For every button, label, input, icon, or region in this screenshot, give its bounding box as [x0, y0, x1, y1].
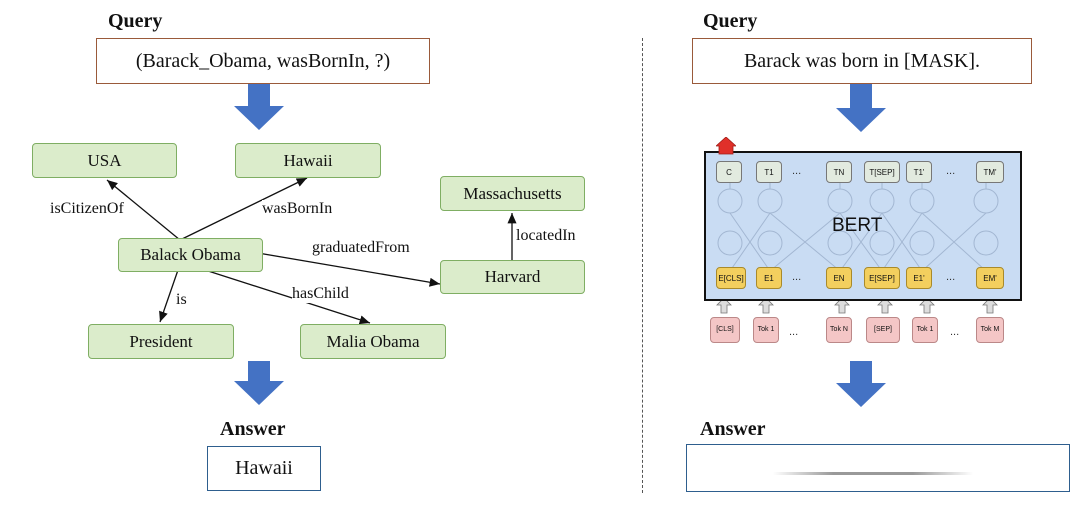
- edge-label-isCitizenOf: isCitizenOf: [50, 200, 124, 218]
- bert-model-block: C T1 ... TN T[SEP] T1' ... TM' BERT E[CL…: [704, 151, 1022, 301]
- input-token-sep: [SEP]: [866, 317, 900, 343]
- bert-embedding-EN: EN: [826, 267, 852, 289]
- node-president: President: [88, 324, 234, 359]
- left-query-box: (Barack_Obama, wasBornIn, ?): [96, 38, 430, 84]
- right-query-heading: Query: [703, 10, 758, 32]
- bert-embedding-E1prime: E1': [906, 267, 932, 289]
- panel-divider: [642, 38, 643, 493]
- right-answer-box: [686, 444, 1070, 492]
- left-graph-edges: [106, 84, 517, 405]
- edge-is: [159, 269, 179, 323]
- node-malia-obama: Malia Obama: [300, 324, 446, 359]
- bert-output-C: C: [716, 161, 742, 183]
- bert-emb-ellipsis-1: ...: [792, 271, 802, 283]
- bert-transformer-lines: [717, 183, 999, 272]
- left-answer-heading: Answer: [220, 418, 286, 440]
- edge-label-graduatedFrom: graduatedFrom: [312, 239, 410, 257]
- edge-label-locatedIn: locatedIn: [516, 227, 576, 245]
- input-token-tok1: Tok 1: [753, 317, 779, 343]
- bert-embedding-sep: E[SEP]: [864, 267, 900, 289]
- edge-label-wasBornIn: wasBornIn: [262, 200, 333, 218]
- edge-isCitizenOf: [106, 179, 181, 241]
- input-ellipsis-1: ...: [789, 326, 799, 338]
- bert-output-TN: TN: [826, 161, 852, 183]
- input-token-tok1b: Tok 1: [912, 317, 938, 343]
- right-query-box: Barack was born in [MASK].: [692, 38, 1032, 84]
- node-obama: Balack Obama: [118, 238, 263, 272]
- edge-graduatedFrom: [257, 252, 441, 287]
- input-up-arrows: [716, 297, 998, 314]
- bert-output-T1prime: T1': [906, 161, 932, 183]
- right-answer-arrow: [836, 361, 886, 407]
- right-arrows: [716, 84, 998, 407]
- bert-embedding-EMprime: EM': [976, 267, 1004, 289]
- left-answer-box: Hawaii: [207, 446, 321, 491]
- edge-wasBornIn: [179, 177, 308, 241]
- edge-label-hasChild: hasChild: [292, 285, 349, 303]
- input-token-tokN: Tok N: [826, 317, 852, 343]
- node-massachusetts: Massachusetts: [440, 176, 585, 211]
- right-answer-heading: Answer: [700, 418, 766, 440]
- node-usa: USA: [32, 143, 177, 178]
- input-ellipsis-2: ...: [950, 326, 960, 338]
- bert-output-Tsep: T[SEP]: [864, 161, 900, 183]
- input-token-cls: [CLS]: [710, 317, 740, 343]
- bert-output-TMprime: TM': [976, 161, 1004, 183]
- right-query-arrow: [836, 84, 886, 132]
- edge-label-is: is: [176, 291, 187, 309]
- edge-hasChild: [204, 269, 371, 325]
- bert-emb-ellipsis-2: ...: [946, 271, 956, 283]
- left-query-arrow: [234, 84, 284, 130]
- node-hawaii: Hawaii: [235, 143, 381, 178]
- output-marker-icon: [716, 137, 736, 155]
- left-answer-arrow: [234, 361, 284, 405]
- left-query-heading: Query: [108, 10, 163, 32]
- bert-title: BERT: [832, 215, 883, 236]
- node-harvard: Harvard: [440, 260, 585, 294]
- answer-blur-placeholder: [773, 472, 973, 475]
- bert-top-ellipsis-2: ...: [946, 165, 956, 177]
- bert-output-T1: T1: [756, 161, 782, 183]
- bert-embedding-cls: E[CLS]: [716, 267, 746, 289]
- bert-embedding-E1: E1: [756, 267, 782, 289]
- input-token-tokM: Tok M: [976, 317, 1004, 343]
- bert-top-ellipsis-1: ...: [792, 165, 802, 177]
